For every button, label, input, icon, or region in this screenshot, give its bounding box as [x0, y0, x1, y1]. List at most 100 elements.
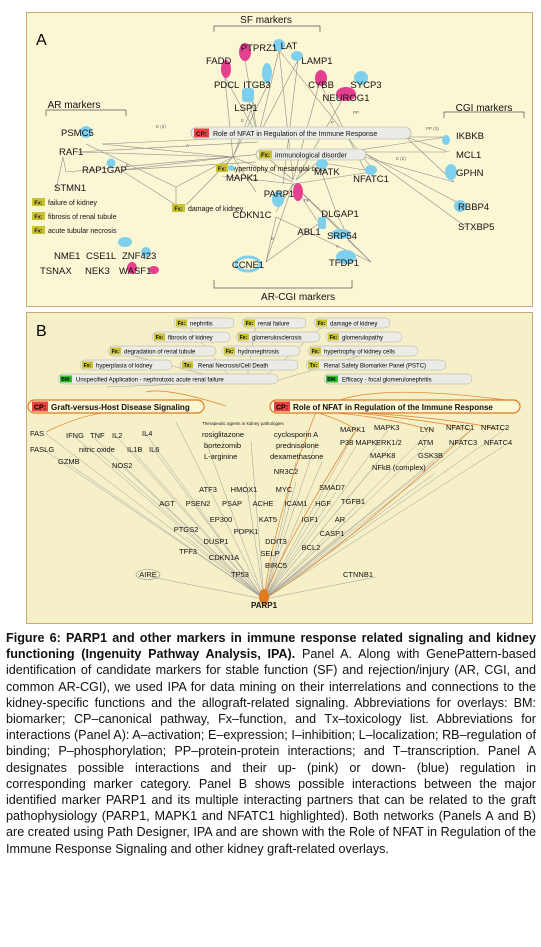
svg-text:fibrosis of kidney: fibrosis of kidney	[168, 336, 213, 342]
svg-text:Renal Safety Biomarker Panel (: Renal Safety Biomarker Panel (PSTC)	[324, 364, 426, 370]
node-ptprz1: PTPRZ1	[241, 43, 277, 54]
svg-text:immunological disorder: immunological disorder	[275, 153, 348, 160]
panel-b-edges	[43, 323, 505, 600]
svg-text:P: P	[331, 120, 334, 125]
svg-text:Fx:: Fx:	[34, 229, 42, 235]
gene-faslg: FASLG	[30, 445, 54, 454]
panel-b-label: B	[36, 323, 47, 340]
gene-gsk3b: GSK3B	[418, 451, 443, 460]
node-psmc5: PSMC5	[61, 128, 94, 139]
caption-title: Figure 6: PARP1 and other markers in imm…	[6, 631, 536, 662]
svg-text:E: E	[271, 236, 274, 241]
svg-text:Tx:: Tx:	[310, 363, 318, 369]
cp-nfat-pill-b: CP: Role of NFAT in Regulation of the Im…	[269, 399, 521, 414]
fx-immunological-disorder: Fx: immunological disorder	[255, 148, 367, 161]
gene-nitric-oxide: nitric oxide	[79, 445, 115, 454]
cp-tag: CP:	[196, 131, 207, 138]
svg-text:E (2): E (2)	[396, 156, 406, 161]
node-tsnax: TSNAX	[40, 266, 72, 277]
svg-text:Renal Necrosis/Cell Death: Renal Necrosis/Cell Death	[198, 364, 268, 370]
node-tfdp1: TFDP1	[329, 258, 359, 269]
svg-text:Graft-versus-Host Disease Sign: Graft-versus-Host Disease Signaling	[51, 403, 190, 412]
drug-rosiglitazone: rosiglitazone	[202, 430, 244, 439]
svg-text:Fx:: Fx:	[240, 335, 248, 341]
node-gphn: GPHN	[456, 168, 484, 179]
fx-acute-tubular-necrosis: Fx: acute tubular necrosis	[32, 226, 117, 235]
gene-mapk3: MAPK3	[374, 423, 399, 432]
svg-text:renal failure: renal failure	[258, 322, 290, 328]
panel-a-edge-labels: E (3) E P PP A E PP (3) E (2) A PP E A	[126, 110, 439, 249]
panel-a-node-glyphs	[80, 39, 466, 274]
gene-nos2: NOS2	[112, 461, 132, 470]
svg-text:A: A	[336, 244, 339, 249]
node-cdkn1c: CDKN1C	[232, 210, 271, 221]
fx-hydronephrosis: Fx: hydronephrosis	[221, 345, 301, 357]
gene-lyn: LYN	[420, 425, 434, 434]
gene-nfatc4: NFATC4	[484, 438, 512, 447]
gene-mapk1: MAPK1	[340, 425, 365, 434]
tx-renal-necrosis: Tx: Renal Necrosis/Cell Death	[179, 359, 299, 371]
node-cybb: CYBB	[308, 80, 334, 91]
gene-nfatc3: NFATC3	[449, 438, 477, 447]
node-ikbkb: IKBKB	[456, 131, 484, 142]
node-srp54: SRP54	[327, 231, 357, 242]
fx-glomerulosclerosis: Fx: glomerulosclerosis	[235, 331, 321, 343]
svg-text:glomerulosclerosis: glomerulosclerosis	[252, 336, 302, 342]
svg-text:Fx:: Fx:	[112, 349, 120, 355]
svg-text:PP: PP	[353, 110, 359, 115]
group-frames	[45, 25, 525, 289]
node-abl1: ABL1	[297, 227, 320, 238]
fx-glomerulopathy: Fx: glomerulopathy	[325, 331, 403, 343]
fx-damage-of-kidney: Fx: damage of kidney	[172, 204, 244, 213]
svg-text:hypertrophy of kidney cells: hypertrophy of kidney cells	[324, 350, 395, 356]
gene-kat5: KAT5	[259, 515, 277, 524]
fx-degradation-renal-tubule: Fx: degradation of renal tubule	[107, 345, 217, 357]
svg-text:CP:: CP:	[276, 405, 288, 412]
gene-il6: IL6	[149, 445, 159, 454]
gene-il1b: IL1B	[127, 445, 142, 454]
drug-dexamethasone: dexamethasone	[270, 452, 323, 461]
gene-mapk8: MAPK8	[370, 451, 395, 460]
svg-text:degradation of renal tubule: degradation of renal tubule	[124, 350, 196, 356]
panel-a-edges	[55, 49, 467, 263]
svg-text:Fx:: Fx:	[312, 349, 320, 355]
gene-psen2: PSEN2	[186, 499, 211, 508]
svg-text:Fx:: Fx:	[156, 335, 164, 341]
parp1-target-node: PARP1	[251, 589, 278, 610]
node-dlgap1: DLGAP1	[321, 209, 359, 220]
gene-nr3c2: NR3C2	[274, 467, 299, 476]
cgi-markers-label: CGI markers	[456, 103, 513, 114]
gene-atm: ATM	[418, 438, 433, 447]
node-raf1: RAF1	[59, 147, 83, 158]
panel-a-label: A	[36, 32, 47, 49]
gene-icam1: ICAM1	[285, 499, 308, 508]
svg-text:failure of kidney: failure of kidney	[48, 200, 98, 207]
svg-text:Fx:: Fx:	[246, 321, 254, 327]
gene-il4: IL4	[142, 429, 152, 438]
bm-focal-glomerulonephritis: BM: Efficacy - focal glomerulonephritis	[323, 373, 473, 385]
gene-ptgs2: PTGS2	[174, 525, 199, 534]
cp-nfat-pill: CP: Role of NFAT in Regulation of the Im…	[190, 126, 412, 140]
drug-prednisolone: prednisolone	[276, 441, 319, 450]
svg-text:Efficacy - focal glomeruloneph: Efficacy - focal glomerulonephritis	[342, 378, 432, 384]
svg-text:Fx:: Fx:	[261, 153, 270, 159]
node-stxbp5: STXBP5	[458, 222, 494, 233]
gene-fas: FAS	[30, 429, 44, 438]
node-cse1l: CSE1L	[86, 251, 116, 262]
panel-a-network: A SF markers AR markers CGI markers AR-C…	[26, 12, 533, 307]
gene-bcl2: BCL2	[302, 543, 321, 552]
gene-igf1: IGF1	[302, 515, 319, 524]
fx-fibrosis-of-kidney: Fx: fibrosis of kidney	[151, 331, 231, 343]
svg-text:Role of NFAT in Regulation of: Role of NFAT in Regulation of the Immune…	[293, 403, 493, 412]
node-parp1: PARP1	[264, 189, 294, 200]
gene-hmox1: HMOX1	[231, 485, 258, 494]
svg-text:glomerulopathy: glomerulopathy	[342, 336, 383, 342]
svg-text:A: A	[251, 173, 254, 178]
svg-text:Fx:: Fx:	[178, 321, 186, 327]
gene-tgfb1: TGFB1	[341, 497, 365, 506]
gene-erk12: ERK1/2	[376, 438, 402, 447]
gene-ddit3: DDIT3	[265, 537, 287, 546]
fx-renal-failure: Fx: renal failure	[241, 317, 307, 329]
node-rbbp4: RBBP4	[458, 202, 489, 213]
svg-text:Fx:: Fx:	[34, 201, 42, 207]
